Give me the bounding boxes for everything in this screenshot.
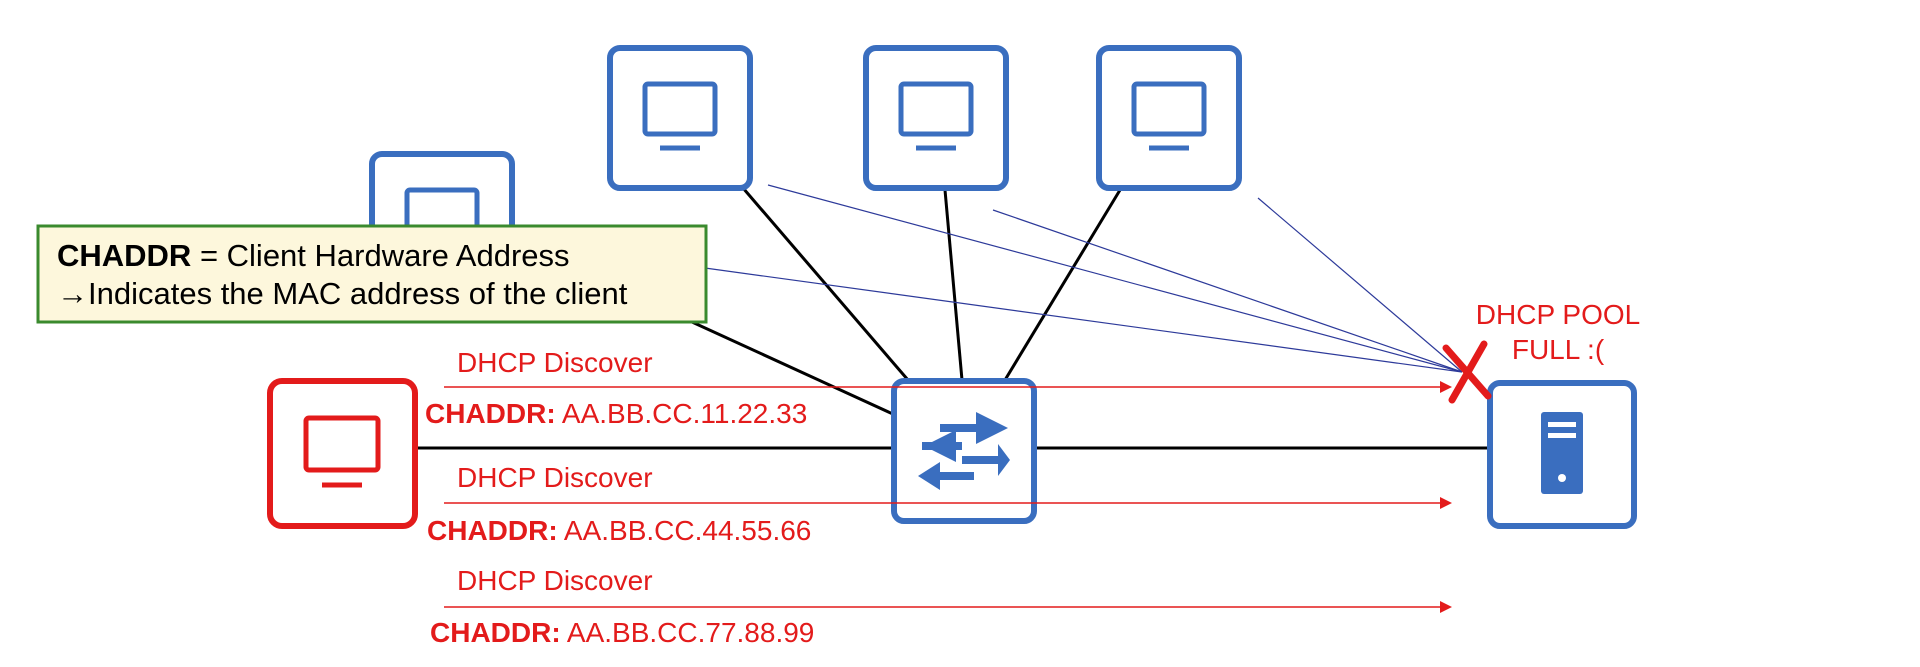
lease-lines xyxy=(704,184,1463,373)
chaddr-value: AA.BB.CC.77.88.99 xyxy=(561,617,815,648)
client-pc-2[interactable] xyxy=(607,45,753,191)
network-links xyxy=(418,187,1490,450)
message-title: DHCP Discover xyxy=(457,462,653,493)
server-status-line1: DHCP POOL xyxy=(1476,299,1640,330)
monitor-icon xyxy=(1131,81,1207,151)
server-tower-icon xyxy=(1541,412,1583,494)
callout-definition-text: = Client Hardware Address xyxy=(191,238,569,273)
callout-detail: →Indicates the MAC address of the client xyxy=(57,276,628,311)
request-arrows xyxy=(444,381,1452,613)
link-pc3-switch xyxy=(943,189,964,381)
lease-line xyxy=(767,184,1463,373)
message-title: DHCP Discover xyxy=(457,347,653,378)
monitor-icon xyxy=(898,81,974,151)
chaddr-field: CHADDR: xyxy=(427,515,558,546)
client-pc-3[interactable] xyxy=(863,45,1009,191)
callout-definition: CHADDR = Client Hardware Address xyxy=(57,238,570,273)
lease-line xyxy=(704,267,1463,373)
switch[interactable] xyxy=(891,378,1037,524)
chaddr-line: CHADDR: AA.BB.CC.44.55.66 xyxy=(427,515,811,546)
x-mark-icon xyxy=(1442,340,1492,404)
message-2: DHCP Discover CHADDR: AA.BB.CC.44.55.66 xyxy=(427,462,811,546)
chaddr-callout: CHADDR = Client Hardware Address →Indica… xyxy=(36,224,708,324)
link-pc4-switch xyxy=(1003,189,1122,381)
callout-term: CHADDR xyxy=(57,238,191,273)
client-pc-4[interactable] xyxy=(1096,45,1242,191)
chaddr-field: CHADDR: xyxy=(425,398,556,429)
chaddr-field: CHADDR: xyxy=(430,617,561,648)
link-pc1-switch xyxy=(691,320,896,417)
attacker-pc[interactable] xyxy=(267,378,418,529)
lease-line xyxy=(992,209,1463,373)
switch-arrows-icon xyxy=(918,412,1010,490)
lease-line xyxy=(1257,197,1463,373)
message-3: DHCP Discover CHADDR: AA.BB.CC.77.88.99 xyxy=(430,565,814,648)
chaddr-value: AA.BB.CC.11.22.33 xyxy=(556,398,808,429)
chaddr-line: CHADDR: AA.BB.CC.77.88.99 xyxy=(430,617,814,648)
dhcp-server[interactable] xyxy=(1487,380,1637,529)
message-1: DHCP Discover CHADDR: AA.BB.CC.11.22.33 xyxy=(425,347,807,429)
monitor-icon xyxy=(303,415,381,488)
server-status-line2: FULL :( xyxy=(1512,334,1605,365)
message-title: DHCP Discover xyxy=(457,565,653,596)
chaddr-line: CHADDR: AA.BB.CC.11.22.33 xyxy=(425,398,807,429)
monitor-icon xyxy=(642,81,718,151)
chaddr-value: AA.BB.CC.44.55.66 xyxy=(558,515,812,546)
